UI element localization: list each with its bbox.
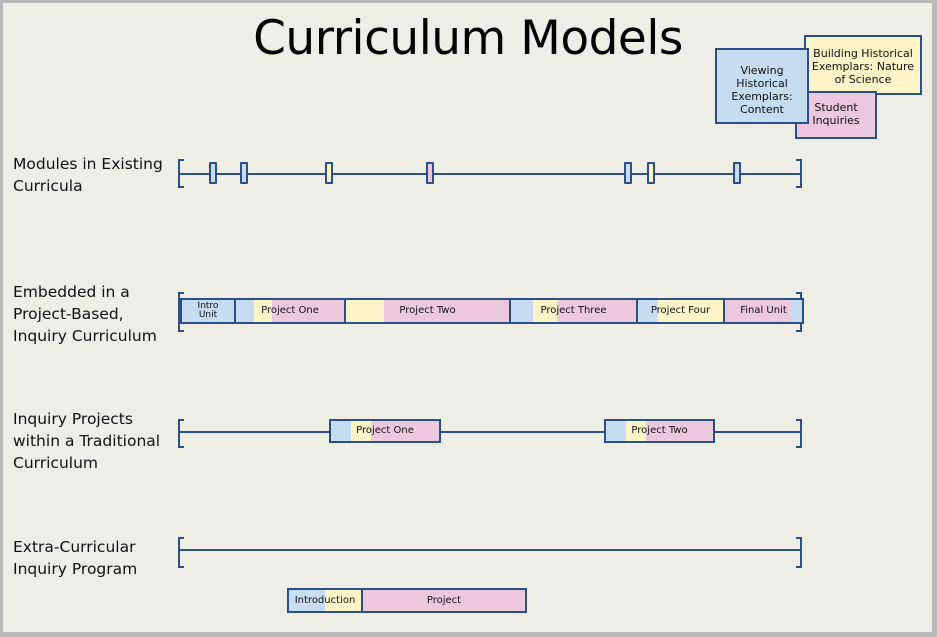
row4-timeline [180,549,800,551]
segment-project-two: Project Two [346,300,511,322]
inquiry-project-one: Project One [329,419,441,443]
segment-final-unit: Final Unit [725,300,802,322]
segment-project-four: Project Four [638,300,725,322]
segment-project-one: Project One [236,300,346,322]
module-marker [647,162,655,184]
legend-viewing: Viewing Historical Exemplars: Content [715,48,809,124]
row1-left-bracket [178,159,184,188]
inquiry-project-two: Project Two [604,419,715,443]
module-marker [733,162,741,184]
module-marker [240,162,248,184]
row1-right-bracket [796,159,802,188]
module-marker [624,162,632,184]
page-title: Curriculum Models [253,11,683,66]
row3-left-bracket [178,419,184,448]
segment-project-three: Project Three [511,300,638,322]
extracurricular-band: Introduction Project [287,588,527,613]
legend-building-label: Building Historical Exemplars: Nature of… [811,47,915,86]
legend-student-label: Student Inquiries [812,101,860,127]
module-marker [209,162,217,184]
row1-timeline [180,173,800,175]
module-marker [325,162,333,184]
row-label-embedded: Embedded in a Project-Based, Inquiry Cur… [13,283,157,345]
row-label-extracurricular: Extra-Curricular Inquiry Program [13,538,138,578]
row4-right-bracket [796,537,802,568]
segment-introduction: Introduction [289,590,363,611]
row3-right-bracket [796,419,802,448]
row-label-inquiry-projects: Inquiry Projects within a Traditional Cu… [13,410,161,472]
row4-left-bracket [178,537,184,568]
row-label-modules: Modules in Existing Curricula [13,155,163,195]
row3-timeline [180,431,800,433]
segment-intro-unit: Intro Unit [182,300,236,322]
row2-left-bracket [178,292,184,332]
legend-viewing-label: Viewing Historical Exemplars: Content [731,64,793,116]
slide: Curriculum Models Building Historical Ex… [3,3,932,632]
embedded-band: Intro Unit Project One Project Two Proje… [180,298,804,324]
module-marker [426,162,434,184]
legend-building: Building Historical Exemplars: Nature of… [804,35,922,95]
segment-project: Project [363,590,525,611]
